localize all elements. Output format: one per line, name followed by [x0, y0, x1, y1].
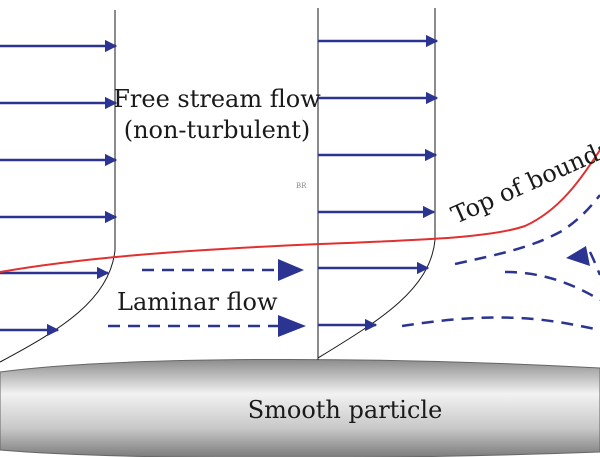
smooth-particle [0, 358, 600, 457]
velocity-profile-2 [317, 8, 436, 359]
laminar-flow-label: Laminar flow [117, 288, 278, 316]
laminar-arrowhead-upper [278, 259, 304, 281]
top-of-boundary-label: Top of boundary l [447, 117, 600, 229]
laminar-flow-arrows [108, 268, 282, 328]
velocity-profile-1 [0, 10, 116, 363]
streamline [588, 251, 600, 276]
profile-1-arrows [0, 39, 118, 337]
profile-2-arrows [318, 34, 439, 332]
streamline [454, 194, 600, 266]
boundary-layer-top-line [0, 149, 600, 273]
particle-label: Smooth particle [248, 396, 443, 424]
free-stream-label-line1: Free stream flow [113, 85, 321, 113]
streamline [504, 270, 600, 302]
streamline [401, 316, 600, 332]
reverse-flow-arrowhead [566, 246, 590, 266]
laminar-arrowhead-lower [278, 315, 306, 337]
turbulent-streamlines [401, 194, 600, 332]
free-stream-label-line2: (non-turbulent) [124, 116, 311, 144]
watermark: BR [296, 182, 307, 190]
